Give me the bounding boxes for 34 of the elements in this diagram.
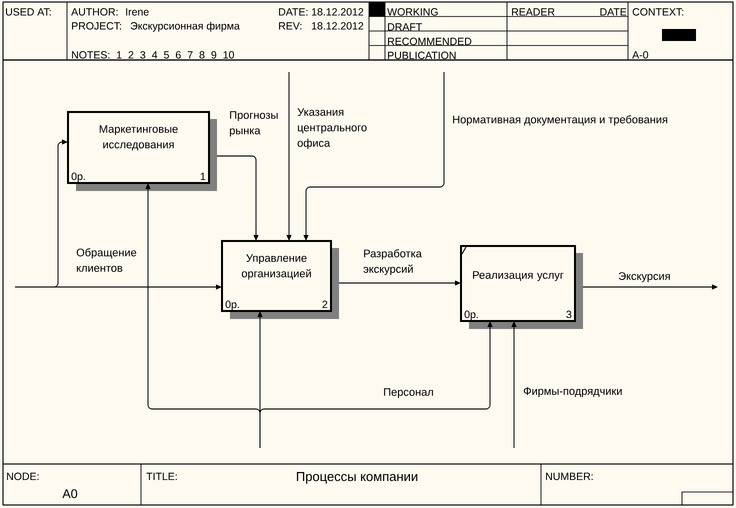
arrow-label: Разработка экскурсий	[362, 248, 430, 276]
diagram-title: Процессы компании	[296, 472, 418, 484]
field-value: Экскурсионная фирма	[130, 22, 240, 32]
field-label: NOTES:	[72, 51, 110, 59]
field-label: DATE:	[279, 8, 308, 16]
field-label: NODE:	[7, 472, 38, 480]
node-number: A0	[62, 489, 78, 498]
arrow-label: Нормативная документация и требования	[451, 114, 669, 127]
field-label: TITLE:	[146, 472, 177, 480]
column-header: DATE	[600, 8, 626, 16]
field-value: Irene	[126, 8, 149, 16]
arrow-label: Прогнозы рынка	[228, 110, 282, 138]
node-number: A-0	[632, 51, 648, 59]
cost-label: 0р.	[72, 172, 85, 182]
arrow-label: Указания центрального офиса	[296, 107, 372, 150]
field-value: 18.12.2012	[312, 22, 364, 30]
status-option: WORKING	[387, 8, 438, 16]
note-numbers: 1 2 3 4 5 6 7 8 9 10	[117, 51, 234, 59]
status-option: PUBLICATION	[388, 52, 456, 60]
column-header: READER	[512, 8, 554, 16]
arrow-label: Экскурсия	[617, 271, 672, 284]
field-label: PROJECT:	[72, 22, 122, 30]
field-label: NUMBER:	[546, 472, 593, 480]
arrow-label: Персонал	[382, 387, 435, 400]
status-option: RECOMMENDED	[388, 38, 472, 46]
arrow-label: Обращение клиентов	[75, 247, 142, 273]
field-value: 18.12.2012	[312, 8, 364, 16]
arrow-label: Фирмы-подрядчики	[522, 386, 624, 398]
status-option: DRAFT	[388, 23, 422, 30]
field-label: CONTEXT:	[632, 8, 684, 16]
box-number: 1	[200, 172, 206, 180]
field-label: REV:	[279, 22, 302, 30]
field-label: USED AT:	[6, 8, 51, 16]
field-label: AUTHOR:	[71, 8, 118, 16]
